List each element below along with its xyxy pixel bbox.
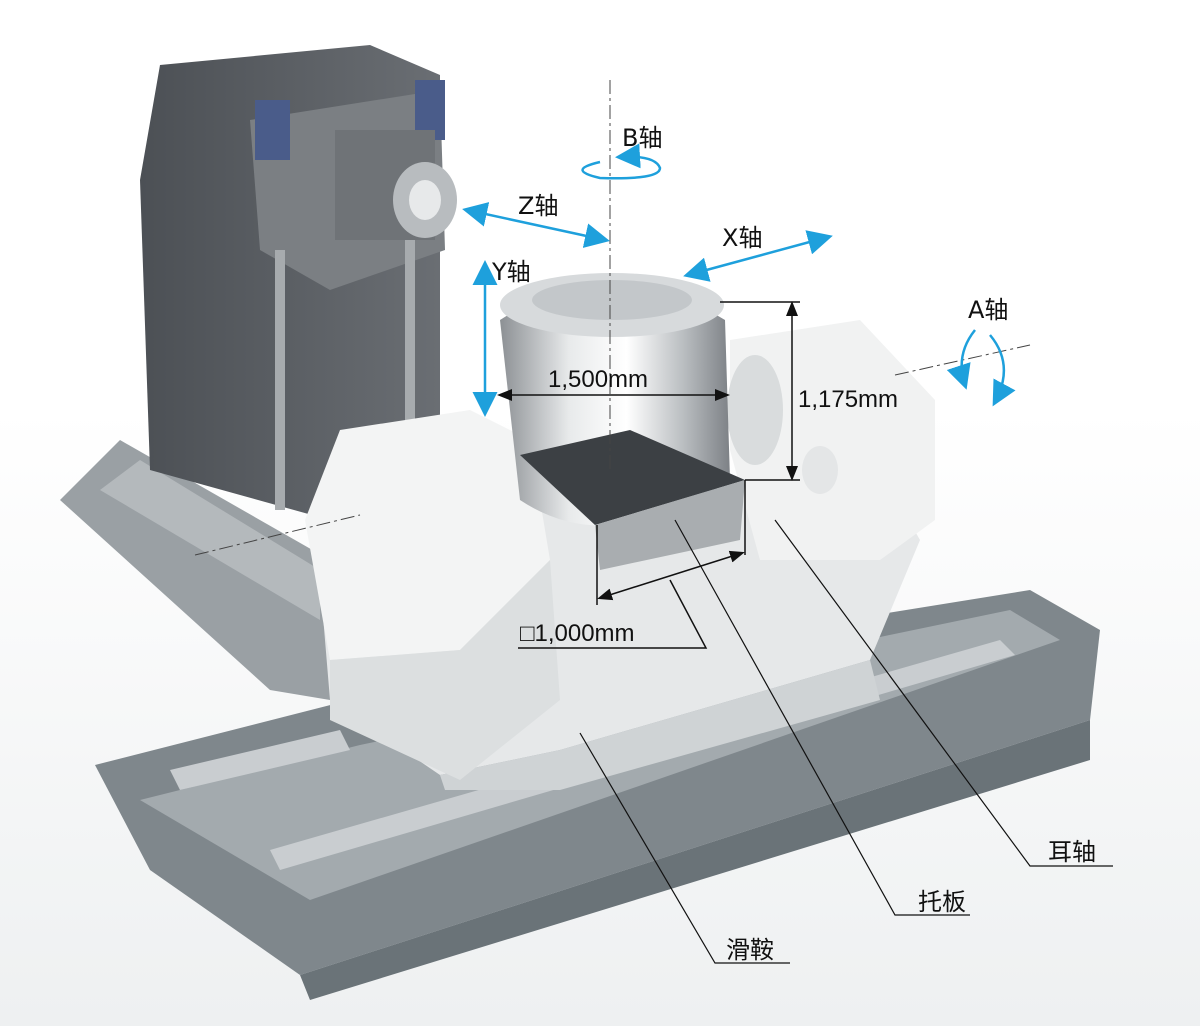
dimension-lines — [497, 301, 800, 649]
trunnion-label: 耳轴 — [1048, 838, 1096, 866]
column — [140, 45, 457, 520]
b-axis-rotation-arrow — [581, 143, 662, 180]
a-axis-rotation-arrow-2 — [989, 334, 1016, 407]
axis-arrows — [462, 143, 1016, 417]
y-axis-label: Y轴 — [492, 258, 531, 286]
trunnion-left — [305, 410, 560, 780]
saddle-label: 滑鞍 — [726, 936, 774, 964]
rear-bed — [60, 440, 330, 700]
x-axis-label: X轴 — [722, 224, 763, 252]
pallet-size-dimension: □1,000mm — [520, 620, 635, 647]
servo-motor-left — [255, 100, 290, 160]
pallet — [500, 273, 745, 570]
b-axis-label: B轴 — [622, 124, 663, 152]
x-axis-arrow — [683, 230, 833, 282]
trunnion-right — [727, 320, 935, 560]
leader-lines — [579, 519, 1113, 964]
z-axis-arrow — [462, 202, 610, 248]
pallet-label: 托板 — [918, 888, 966, 916]
z-axis-label: Z轴 — [518, 192, 559, 220]
height-dimension: 1,175mm — [798, 386, 899, 413]
a-axis-label: A轴 — [968, 296, 1009, 324]
pallet-diameter-dimension: 1,500mm — [548, 366, 649, 393]
a-axis-rotation-arrow-1 — [946, 329, 976, 390]
